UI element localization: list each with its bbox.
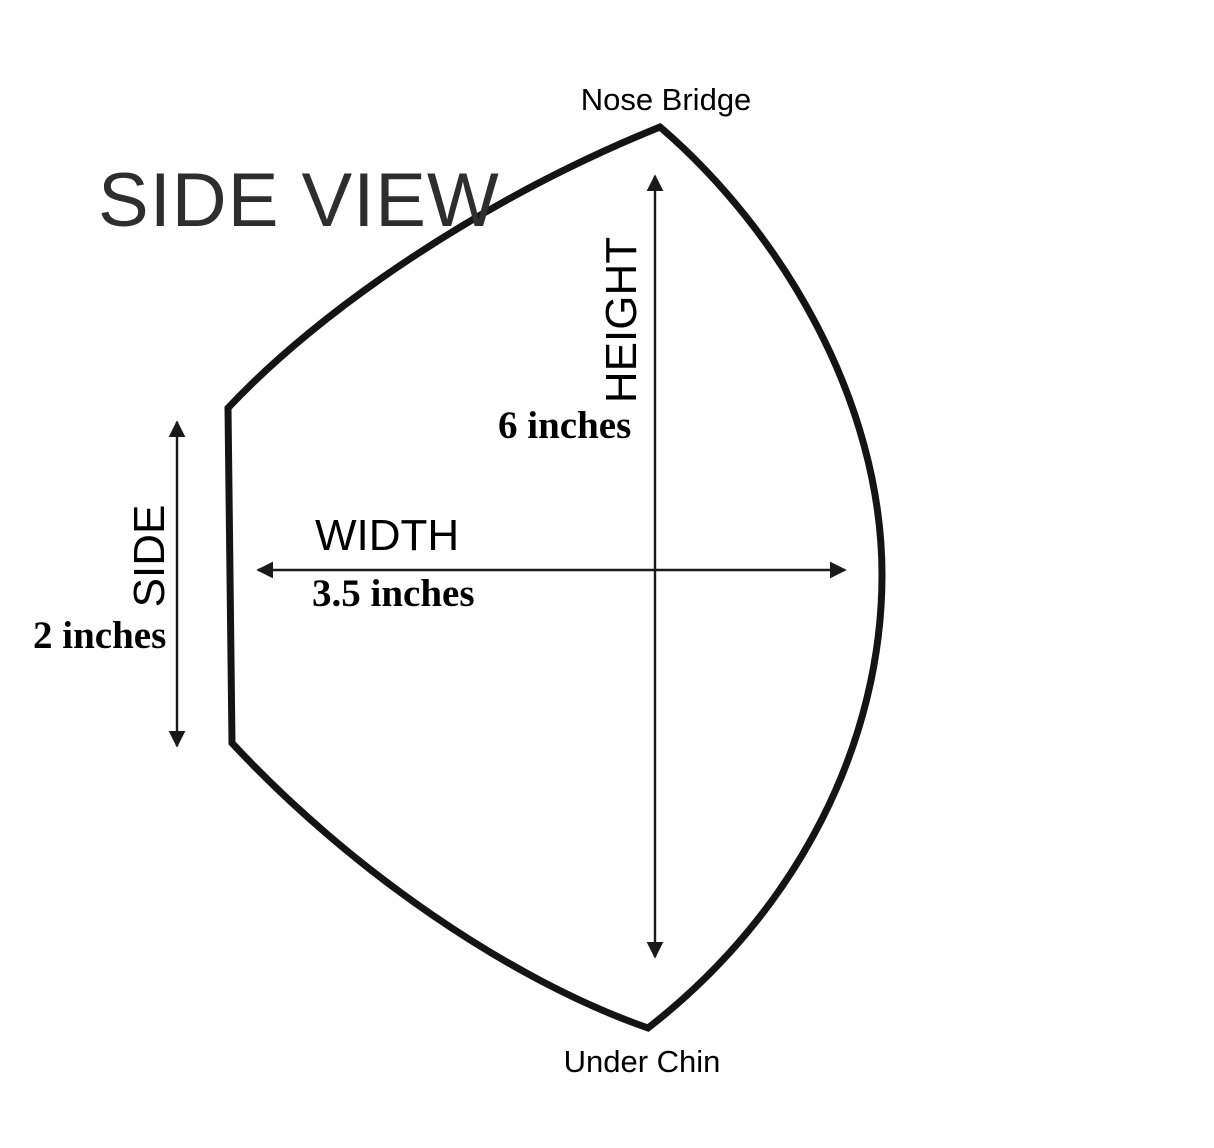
- height-dimension-value: 6 inches: [498, 404, 632, 447]
- width-dimension-label: WIDTH: [315, 511, 460, 560]
- diagram-title: SIDE VIEW: [98, 158, 500, 243]
- under-chin-label: Under Chin: [563, 1044, 721, 1079]
- nose-bridge-label: Nose Bridge: [580, 82, 752, 117]
- side-dimension-value: 2 inches: [33, 614, 167, 657]
- width-dimension-value: 3.5 inches: [312, 572, 475, 615]
- side-dimension-label: SIDE: [125, 504, 174, 608]
- height-dimension-label: HEIGHT: [597, 236, 646, 404]
